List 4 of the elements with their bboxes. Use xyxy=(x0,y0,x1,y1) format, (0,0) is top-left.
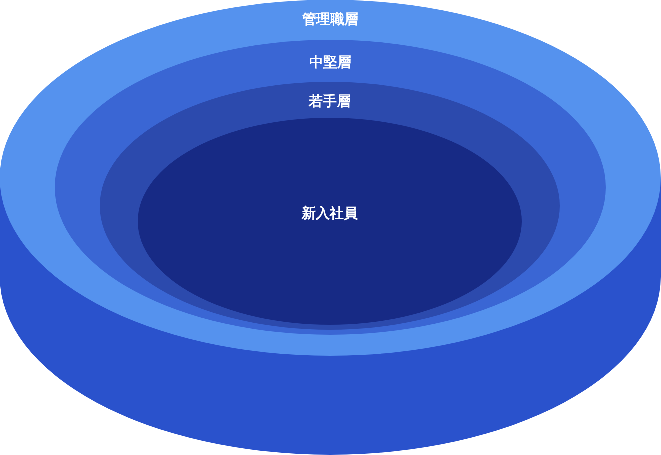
layer-label: 管理職層 xyxy=(302,11,358,30)
layer-label: 新入社員 xyxy=(302,204,358,224)
layer-label: 若手層 xyxy=(309,93,351,112)
layer-label: 中堅層 xyxy=(310,54,352,73)
